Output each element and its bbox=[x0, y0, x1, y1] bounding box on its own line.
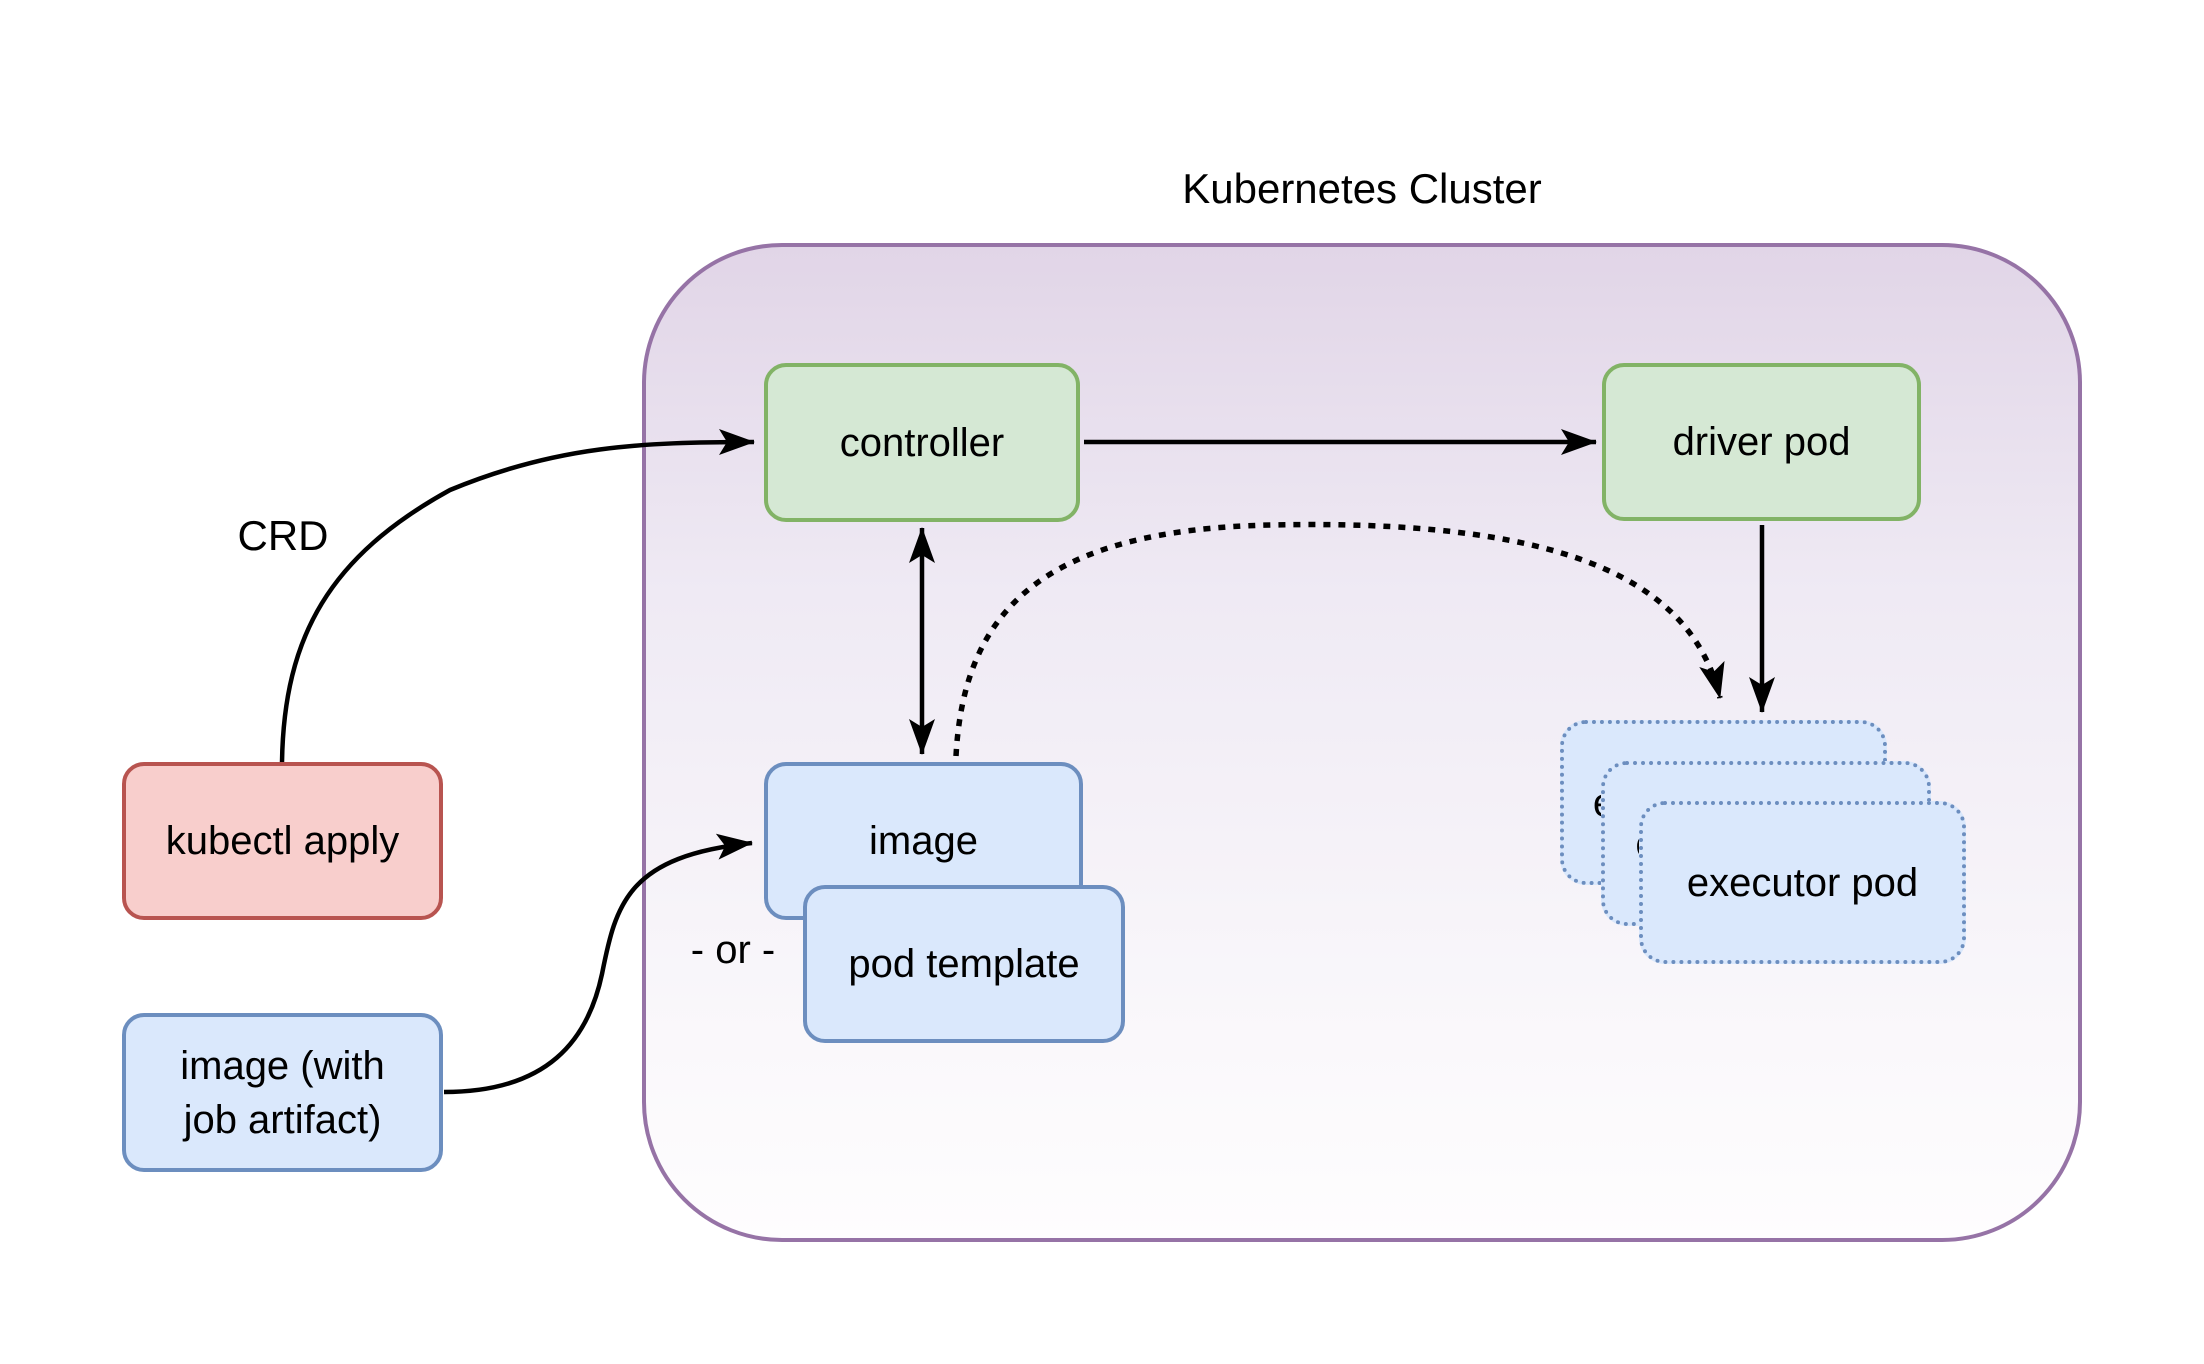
node-executor-pod-front-label: executor pod bbox=[1686, 860, 1919, 905]
node-driver-pod: driver pod bbox=[1602, 363, 1921, 521]
node-executor-pod-front: executor pod bbox=[1639, 801, 1966, 964]
node-pod-template: pod template bbox=[803, 885, 1125, 1043]
cluster-title: Kubernetes Cluster bbox=[1182, 165, 1542, 212]
node-controller: controller bbox=[764, 363, 1080, 522]
node-controller-label: controller bbox=[839, 420, 1005, 465]
node-image-label: image bbox=[869, 819, 978, 863]
or-separator-label: - or - bbox=[690, 928, 776, 972]
crd-edge-label: CRD bbox=[237, 512, 329, 559]
node-pod-template-label: pod template bbox=[848, 942, 1080, 986]
node-image-with-job-artifact-label: image (with job artifact) bbox=[180, 1043, 385, 1142]
node-kubectl-apply-label: kubectl apply bbox=[165, 819, 400, 863]
node-image-with-job-artifact: image (with job artifact) bbox=[122, 1013, 443, 1172]
node-driver-pod-label: driver pod bbox=[1672, 420, 1851, 464]
node-kubectl-apply: kubectl apply bbox=[122, 762, 443, 920]
